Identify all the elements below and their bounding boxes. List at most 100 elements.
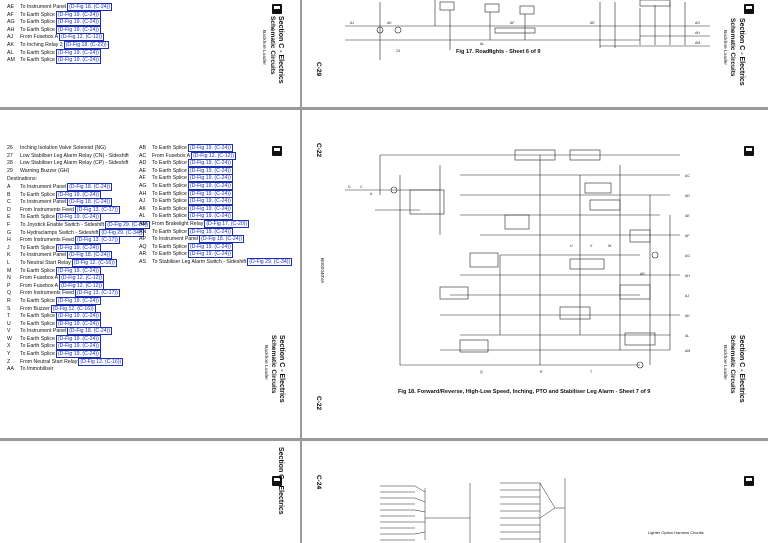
page-top-left bbox=[0, 0, 300, 107]
legend-code: AA bbox=[7, 366, 14, 373]
svg-text:AC: AC bbox=[685, 174, 690, 178]
cross-reference-link[interactable]: (D-Fig 29. (C-34)) bbox=[247, 257, 293, 266]
legend-code: AB bbox=[139, 145, 146, 151]
cross-reference-link[interactable]: (D-Fig 19. (C-24)) bbox=[187, 212, 233, 221]
cross-reference-link[interactable]: (D-Fig 12. (C-12)) bbox=[59, 33, 104, 42]
svg-text:AG: AG bbox=[695, 21, 700, 25]
cross-reference-link[interactable]: (D-Fig 19. (C-24)) bbox=[187, 197, 233, 206]
cross-reference-link[interactable]: (D-Fig 19. (C-24)) bbox=[187, 144, 233, 152]
section-title: Section C - Electrics bbox=[738, 335, 745, 403]
svg-text:T: T bbox=[590, 370, 593, 374]
legend-code: AF bbox=[139, 175, 146, 182]
cross-reference-link[interactable]: (D-Fig 19. (C-24)) bbox=[55, 312, 101, 321]
cross-reference-link[interactable]: (D-Fig 19. (C-24)) bbox=[55, 48, 101, 57]
section-subtitle: Schematic Circuits bbox=[270, 335, 277, 394]
legend-label: To Joystick Enable Switch - Sideshift bbox=[20, 221, 105, 228]
cross-reference-link[interactable]: (D-Fig 18. (C-24)) bbox=[199, 235, 245, 244]
legend-code: P bbox=[7, 282, 11, 289]
legend-code: M bbox=[7, 267, 12, 274]
cross-reference-link[interactable]: (D-Fig 19. (C-24)) bbox=[55, 213, 101, 222]
cross-reference-link[interactable]: (D-Fig 18. (C-24)) bbox=[67, 327, 113, 336]
cross-reference-link[interactable]: (D-Fig 19. (C-24)) bbox=[55, 190, 101, 199]
legend-code: AP bbox=[139, 236, 146, 243]
cross-reference-link[interactable]: (D-Fig 12. (C-16)) bbox=[71, 258, 117, 267]
cross-reference-link[interactable]: (D-Fig 19. (C-24)) bbox=[55, 350, 101, 359]
legend-code: L bbox=[7, 259, 10, 266]
cross-reference-link[interactable]: (D-Fig 13. (C-17)) bbox=[74, 289, 120, 298]
cross-reference-link[interactable]: (D-Fig 19. (C-24)) bbox=[55, 243, 101, 252]
legend-code: AG bbox=[7, 19, 15, 26]
section-title: Section C - Electrics bbox=[277, 16, 284, 84]
legend-label: Low Stabiliser Leg Alarm Relay (CN) - Si… bbox=[20, 152, 129, 159]
cross-reference-link[interactable]: (D-Fig 19. (C-24)) bbox=[55, 266, 101, 275]
legend-label: To Earth Splice bbox=[152, 175, 187, 182]
legend-code: X bbox=[7, 343, 11, 350]
cross-reference-link[interactable]: (D-Fig 18. (C-22)) bbox=[63, 40, 109, 49]
cross-reference-link[interactable]: (D-Fig 12. (C-16)) bbox=[50, 304, 96, 313]
cross-reference-link[interactable]: (D-Fig 19. (C-24)) bbox=[187, 189, 233, 198]
cross-reference-link[interactable]: (D-Fig 19. (C-24)) bbox=[55, 56, 101, 65]
svg-text:AE: AE bbox=[590, 21, 595, 25]
legend-label: To Earth Splice bbox=[152, 167, 187, 174]
svg-text:AF: AF bbox=[510, 21, 514, 25]
figure-caption-17: Fig 17. Roadlights - Sheet 6 of 9 bbox=[456, 49, 541, 55]
cross-reference-link[interactable]: (D-Fig 19. (C-24)) bbox=[55, 25, 101, 34]
cross-reference-link[interactable]: (D-Fig 29. (C-34)) bbox=[99, 228, 145, 237]
cross-reference-link[interactable]: (D-Fig 19. (C-24)) bbox=[55, 10, 101, 19]
cross-reference-link[interactable]: (D-Fig 19. (C-24)) bbox=[55, 319, 101, 328]
cross-reference-link[interactable]: (D-Fig 29. (C-34)) bbox=[105, 220, 151, 229]
cross-reference-link[interactable]: (D-Fig 19. (C-24)) bbox=[55, 342, 101, 351]
cross-reference-link[interactable]: (D-Fig 18. (C-24)) bbox=[67, 198, 113, 207]
harness-note: Lighter Option Harness Circuits bbox=[648, 530, 704, 535]
cross-reference-link[interactable]: (D-Fig 12. (C-12)) bbox=[59, 274, 104, 283]
svg-text:AM: AM bbox=[685, 349, 690, 353]
section-subtitle: Schematic Circuits bbox=[269, 16, 276, 75]
cross-reference-link[interactable]: (D-Fig 19. (C-24)) bbox=[55, 296, 101, 305]
svg-text:AJ: AJ bbox=[685, 294, 689, 298]
page-number-bottom: C-24 bbox=[315, 475, 322, 490]
cross-reference-link[interactable]: (D-Fig 19. (C-24)) bbox=[187, 159, 233, 168]
legend-label: From Instruments Feed bbox=[20, 237, 74, 244]
cross-reference-link[interactable]: (D-Fig 19. (C-24)) bbox=[187, 204, 233, 213]
cross-reference-link[interactable]: (D-Fig 19. (C-24)) bbox=[187, 166, 233, 175]
destinations-label: Destinations: bbox=[7, 176, 37, 182]
cross-reference-link[interactable]: (D-Fig 19. (C-24)) bbox=[187, 242, 233, 251]
legend-code: 29 bbox=[7, 167, 13, 174]
legend-label: To Earth Splice bbox=[152, 251, 187, 258]
cross-reference-link[interactable]: (D-Fig 18. (C-24)) bbox=[67, 251, 113, 260]
cross-reference-link[interactable]: (D-Fig 17. (C-20)) bbox=[204, 219, 250, 228]
cross-reference-link[interactable]: (D-Fig 12. (C-12)) bbox=[59, 281, 104, 290]
cross-reference-link[interactable]: (D-Fig 19. (C-24)) bbox=[187, 250, 233, 259]
legend-code: AH bbox=[139, 190, 147, 197]
cross-reference-link[interactable]: (D-Fig 19. (C-24)) bbox=[187, 174, 233, 183]
cross-reference-link[interactable]: (D-Fig 12. (C-16)) bbox=[78, 357, 124, 366]
cross-reference-link[interactable]: (D-Fig 19. (C-24)) bbox=[55, 18, 101, 27]
jcb-logo-icon bbox=[744, 146, 754, 156]
cross-reference-link[interactable]: (D-Fig 12. (C-12)) bbox=[191, 151, 236, 160]
cross-reference-link[interactable]: (D-Fig 19. (C-24)) bbox=[187, 181, 233, 190]
cross-reference-link[interactable]: (D-Fig 18. (C-24)) bbox=[67, 183, 113, 191]
cross-reference-link[interactable]: (D-Fig 19. (C-24)) bbox=[187, 227, 233, 236]
legend-code: AE bbox=[139, 167, 146, 174]
svg-text:D: D bbox=[348, 185, 351, 189]
legend-label: To Earth Splice bbox=[20, 26, 55, 33]
cross-reference-link[interactable]: (D-Fig 19. (C-24)) bbox=[55, 334, 101, 343]
cross-reference-link[interactable]: (D-Fig 18. (C-24)) bbox=[67, 3, 113, 11]
legend-code: AS bbox=[139, 258, 146, 265]
cross-reference-link[interactable]: (D-Fig 13. (C-17)) bbox=[74, 205, 120, 214]
cross-reference-link[interactable]: (D-Fig 13. (C-17)) bbox=[74, 236, 120, 245]
